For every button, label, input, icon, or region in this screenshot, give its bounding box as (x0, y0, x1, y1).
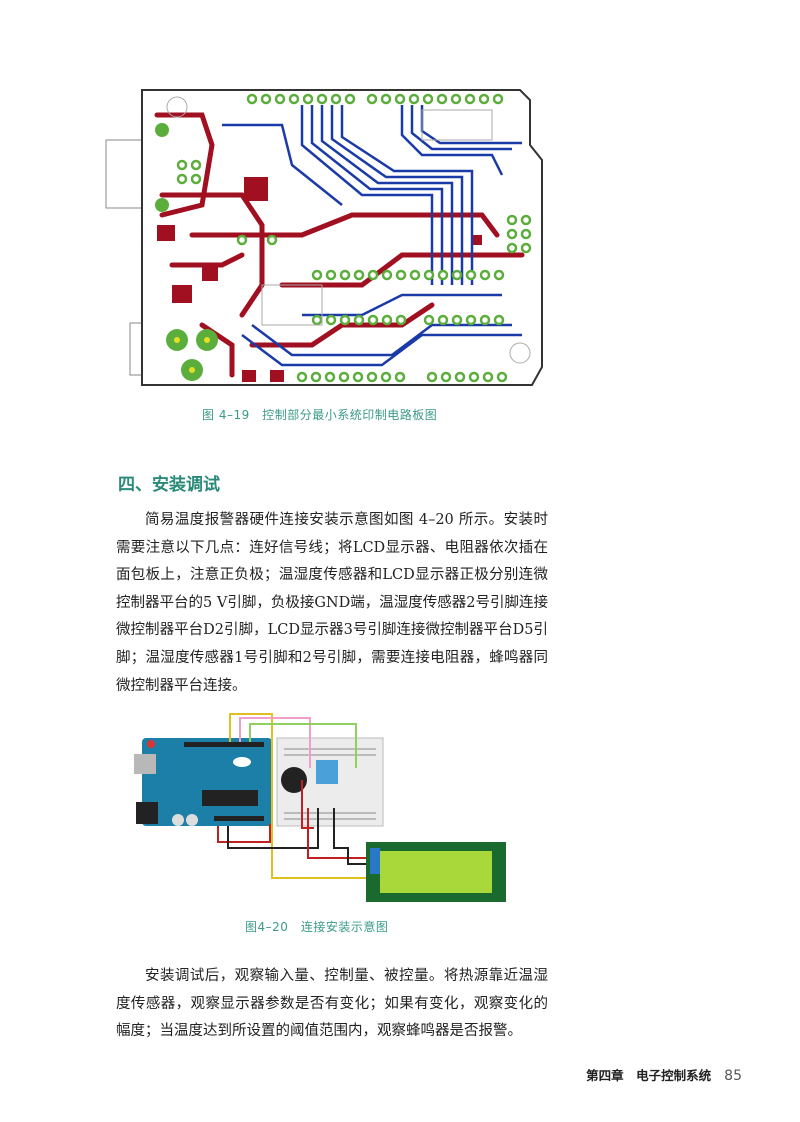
figure-caption-4-20: 图4–20 连接安装示意图 (245, 920, 389, 934)
paragraph-text: 简易温度报警器硬件连接安装示意图如图 4–20 所示。安装时需要注意以下几点：连… (116, 512, 548, 694)
paragraph-text: 安装调试后，观察输入量、控制量、被控量。将热源靠近温湿度传感器，观察显示器参数是… (116, 968, 548, 1040)
wiring-diagram-figure (130, 708, 512, 914)
page-footer: 第四章 电子控制系统 85 (586, 1065, 742, 1084)
body-paragraph-2: 安装调试后，观察输入量、控制量、被控量。将热源靠近温湿度传感器，观察显示器参数是… (116, 963, 548, 1046)
section-heading: 四、安装调试 (118, 475, 220, 495)
page-number: 85 (724, 1068, 742, 1084)
chapter-title: 第四章 电子控制系统 (586, 1068, 712, 1083)
figure-caption-4-19: 图 4–19 控制部分最小系统印制电路板图 (202, 408, 438, 422)
pcb-layout-figure (102, 85, 550, 403)
body-paragraph-1: 简易温度报警器硬件连接安装示意图如图 4–20 所示。安装时需要注意以下几点：连… (116, 507, 548, 700)
